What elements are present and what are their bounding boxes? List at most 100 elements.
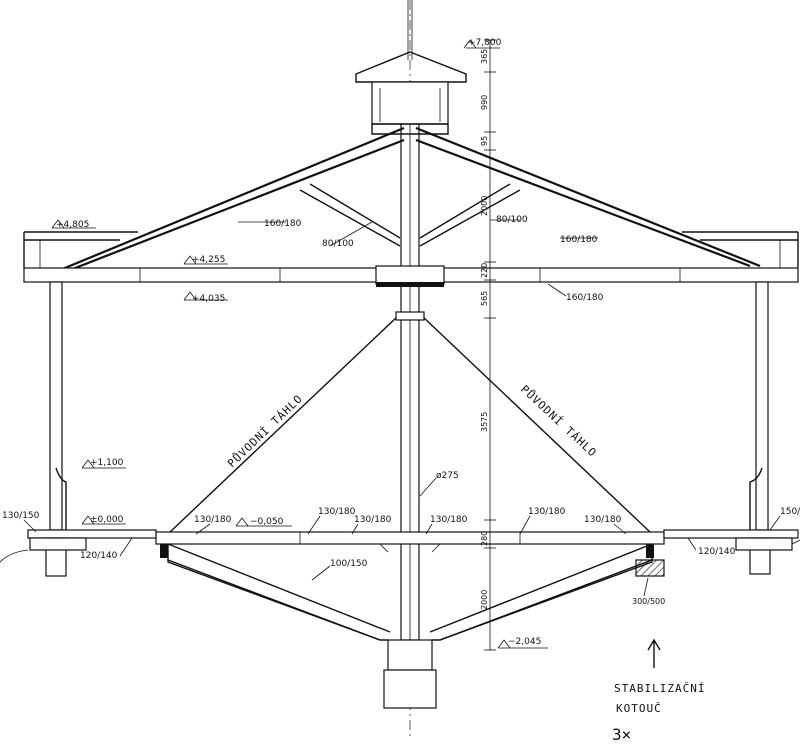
label-rafter-left: 160/180 (264, 219, 302, 229)
label-column: ø275 (436, 471, 459, 481)
label-floor-beam-3: 130/180 (354, 515, 392, 525)
level-marker-bottom (497, 639, 548, 649)
label-base-strut: 100/150 (330, 559, 368, 569)
note-line-2: KOTOUČ (616, 702, 662, 715)
lantern-roof (355, 51, 467, 83)
support-right (646, 544, 654, 558)
base-inner-right (431, 543, 441, 553)
leader-strut-left (329, 221, 373, 247)
level-marker-tie-top (183, 255, 228, 265)
column-footing (383, 669, 437, 709)
dim-2000-lower: 2000 (480, 590, 489, 610)
leader-edge-left-bottom (119, 537, 133, 557)
floor-edge-left (27, 529, 157, 539)
level-marker-floor-edge (235, 517, 292, 527)
wall-left-lower (55, 467, 67, 530)
rafter-right-under (415, 138, 751, 268)
arrow-up (647, 638, 661, 668)
rafter-left-under (69, 138, 405, 272)
leader-edge-left-top (23, 519, 37, 533)
dim-220: 220 (480, 263, 489, 278)
leader-edge-right-top (769, 515, 781, 531)
leader-floor-beam-5 (519, 515, 531, 535)
label-support-block: 300/500 (632, 597, 665, 606)
rafter-left (59, 126, 405, 272)
label-edge-left-bottom: 120/140 (80, 551, 118, 561)
tendon-right (421, 315, 651, 533)
dim-990: 990 (480, 95, 489, 110)
level-marker-eave (51, 219, 96, 229)
leader-floor-beam-2 (307, 515, 321, 535)
base-strut-left (167, 543, 391, 633)
dim-95: 95 (480, 136, 489, 146)
column-pier (387, 639, 433, 671)
rafter-right (415, 126, 761, 268)
level-marker-tie-bottom (183, 291, 228, 301)
strut-left-2 (299, 189, 401, 247)
level-marker-top (463, 39, 500, 49)
footing-left-cap (29, 537, 87, 551)
ground-left (0, 549, 29, 563)
vertical-dimension-chain (484, 39, 496, 651)
level-floor-edge: −0,050 (250, 517, 284, 527)
dim-365: 365 (480, 49, 489, 64)
label-strut-right: 80/100 (496, 215, 528, 225)
label-floor-beam-2: 130/180 (318, 507, 356, 517)
tie-beam-plate (376, 282, 444, 287)
label-floor-beam-1: 130/180 (194, 515, 232, 525)
label-strut-left: 80/100 (322, 239, 354, 249)
footing-right-cap (735, 537, 793, 551)
support-left (160, 544, 168, 558)
base-strut-right-frame (432, 544, 653, 641)
floor-deck (155, 531, 665, 545)
level-top: +7,800 (468, 38, 502, 48)
base-inner-left (379, 543, 389, 553)
level-floor: ±0,000 (90, 515, 124, 525)
label-edge-right-bottom: 120/140 (698, 547, 736, 557)
base-strut-left-frame (167, 544, 388, 641)
level-wall: +1,100 (90, 458, 124, 468)
note-line-1: STABILIZAČNÍ (614, 682, 705, 695)
strut-left (309, 183, 401, 239)
level-marker-floor (81, 515, 126, 525)
dim-3575: 3575 (480, 412, 489, 432)
note-line-3: 3× (612, 725, 631, 744)
eave-right (682, 231, 799, 268)
level-marker-wall (81, 459, 126, 469)
base-strut-right (429, 543, 653, 633)
leader-column (419, 477, 437, 497)
leader-edge-right-bottom (687, 537, 697, 551)
leader-support-block (643, 577, 649, 597)
leader-floor-beam-1 (195, 523, 211, 535)
leader-base-strut (311, 565, 331, 581)
dim-565: 565 (480, 291, 489, 306)
leader-floor-beam-3 (351, 523, 359, 535)
level-eave-left: +4,805 (56, 220, 89, 230)
level-tie-bottom: +4,035 (192, 294, 225, 304)
wall-post-right (755, 281, 769, 531)
note-tendon-right: PŮVODNÍ TÁHLO (518, 383, 599, 460)
level-tie-top: +4,255 (192, 255, 225, 265)
tendon-left (169, 315, 399, 533)
label-floor-beam-4: 130/180 (430, 515, 468, 525)
dim-2000-upper: 2000 (480, 196, 489, 216)
level-bottom: −2,045 (508, 637, 541, 647)
tie-beam-collar (375, 265, 445, 285)
label-tie-beam: 160/180 (566, 293, 604, 303)
wall-right-lower (749, 467, 763, 530)
dim-280: 280 (480, 531, 489, 546)
strut-right-2 (419, 189, 521, 247)
floor-edge-right (663, 529, 799, 539)
label-floor-beam-5: 130/180 (528, 507, 566, 517)
label-edge-left-top: 130/150 (2, 511, 40, 521)
wall-post-left (49, 281, 63, 531)
leader-tie-beam (547, 283, 567, 297)
leader-floor-beam-6 (613, 523, 627, 535)
note-tendon-left: PŮVODNÍ TÁHLO (225, 392, 305, 470)
lantern-body (371, 81, 449, 125)
strut-right (419, 183, 511, 239)
label-edge-right-top: 150/ (780, 507, 800, 517)
label-floor-beam-6: 130/180 (584, 515, 622, 525)
tendon-collar (395, 311, 425, 321)
